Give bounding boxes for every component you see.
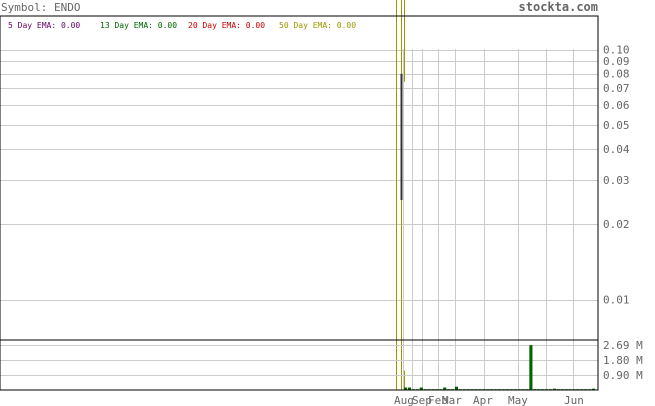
price-gridlines: [0, 49, 598, 340]
volume-bar: [552, 388, 556, 390]
price-tick-label: 0.04: [603, 143, 630, 156]
symbol-label: Symbol: ENDO: [1, 1, 80, 14]
volume-tick-label: 1.80 M: [603, 354, 643, 367]
price-tick-label: 0.01: [603, 294, 630, 307]
price-tick-label: 0.08: [603, 68, 630, 81]
price-tick-label: 0.06: [603, 99, 630, 112]
price-tick-label: 0.07: [603, 82, 630, 95]
month-tick-label: Sep: [412, 394, 432, 406]
price-tick-label: 0.09: [603, 55, 630, 68]
volume-bar: [529, 345, 533, 390]
volume-bar: [407, 387, 412, 390]
month-tick-label: Aug: [394, 394, 414, 406]
price-axis-ticks: 0.100.090.080.07 0.06 0.05 0.04 0.03 0.02 0.01: [603, 44, 630, 307]
month-tick-label: Jun: [564, 394, 584, 406]
price-marks: [396, 0, 405, 390]
price-tick-label: 0.02: [603, 218, 630, 231]
volume-bar: [419, 387, 423, 390]
brand-label: stockta.com: [519, 0, 598, 14]
price-tick-label: 0.10: [603, 44, 630, 57]
volume-bar: [404, 387, 408, 390]
volume-bar: [592, 388, 596, 390]
legend-item: 5 Day EMA: 0.00: [8, 21, 80, 30]
month-tick-label: Feb: [428, 394, 448, 406]
volume-tick-label: 2.69 M: [603, 339, 643, 352]
volume-bar: [443, 387, 447, 390]
price-tick-label: 0.05: [603, 119, 630, 132]
price-tick-label: 0.03: [603, 174, 630, 187]
ema-legend: 5 Day EMA: 0.00 13 Day EMA: 0.00 20 Day EM…: [8, 21, 356, 30]
volume-gridlines: [0, 340, 598, 390]
volume-panel-frame: [0, 339, 599, 391]
volume-tick-label: 0.90 M: [603, 369, 643, 382]
legend-item: 13 Day EMA: 0.00: [100, 21, 177, 30]
legend-item: 50 Day EMA: 0.00: [279, 21, 356, 30]
legend-item: 20 Day EMA: 0.00: [188, 21, 265, 30]
month-tick-label: May: [508, 394, 528, 406]
volume-axis-ticks: 2.69 M 1.80 M 0.90 M: [603, 339, 643, 382]
volume-bar: [454, 386, 459, 390]
month-tick-label: Mar: [442, 394, 462, 406]
month-tick-label: Apr: [473, 394, 493, 406]
